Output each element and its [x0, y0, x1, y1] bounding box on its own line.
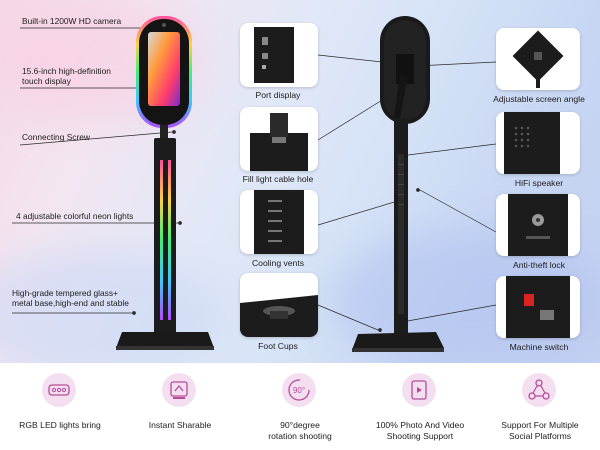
photo-booth-rear-view: [352, 16, 444, 352]
fill-light-hole-image: [240, 107, 318, 171]
machine-switch-image: [496, 276, 580, 338]
photo-booth-front-view: [116, 16, 214, 350]
rotation-90-icon: 90°: [282, 373, 316, 407]
detail-antitheft-label: Anti-theft lock: [512, 260, 566, 270]
hifi-speaker-image: [496, 112, 580, 174]
feature-share-label: Instant Sharable: [148, 420, 212, 430]
detail-foot-label: Foot Cups: [258, 341, 298, 351]
detail-speaker-label: HiFi speaker: [514, 178, 564, 188]
instant-share-icon: [162, 373, 196, 407]
feature-rotation-label: 90°degree rotation shooting: [268, 420, 332, 441]
feature-social: Support For Multiple Social Platforms: [480, 363, 600, 450]
feature-rgb-label: RGB LED lights bring: [19, 420, 101, 430]
anti-theft-lock-image: [496, 194, 580, 256]
feature-strip: RGB LED lights bring Instant Sharable 90…: [0, 363, 600, 450]
detail-fill-light-label: Fill light cable hole: [242, 174, 314, 184]
detail-port-label: Port display: [255, 90, 301, 100]
cooling-vents-image: [240, 190, 318, 254]
feature-rgb: RGB LED lights bring: [0, 363, 120, 450]
social-share-icon: [522, 373, 556, 407]
feature-share: Instant Sharable: [120, 363, 240, 450]
callout-screw: Connecting Screw: [22, 132, 90, 142]
port-display-image: [240, 23, 318, 87]
feature-social-label: Support For Multiple Social Platforms: [501, 420, 579, 441]
detail-switch-label: Machine switch: [509, 342, 569, 352]
callout-display: 15.6-inch high-definition touch display: [22, 66, 111, 86]
detail-cooling-label: Cooling vents: [251, 258, 305, 268]
detail-screen-angle-label: Adjustable screen angle: [493, 94, 585, 104]
photo-video-icon: [402, 373, 436, 407]
rotation-badge: 90°: [293, 386, 305, 395]
foot-cups-image: [240, 273, 318, 337]
callout-camera: Built-in 1200W HD camera: [22, 16, 122, 26]
rgb-lights-icon: [42, 373, 76, 407]
callout-neon: 4 adjustable colorful neon lights: [16, 211, 134, 221]
callout-glass: High-grade tempered glass+ metal base,hi…: [12, 288, 129, 308]
feature-rotation: 90° 90°degree rotation shooting: [240, 363, 360, 450]
background-glow: [0, 250, 220, 380]
feature-photo-video: 100% Photo And Video Shooting Support: [360, 363, 480, 450]
feature-photo-video-label: 100% Photo And Video Shooting Support: [375, 420, 465, 441]
screen-angle-image: [496, 28, 580, 90]
